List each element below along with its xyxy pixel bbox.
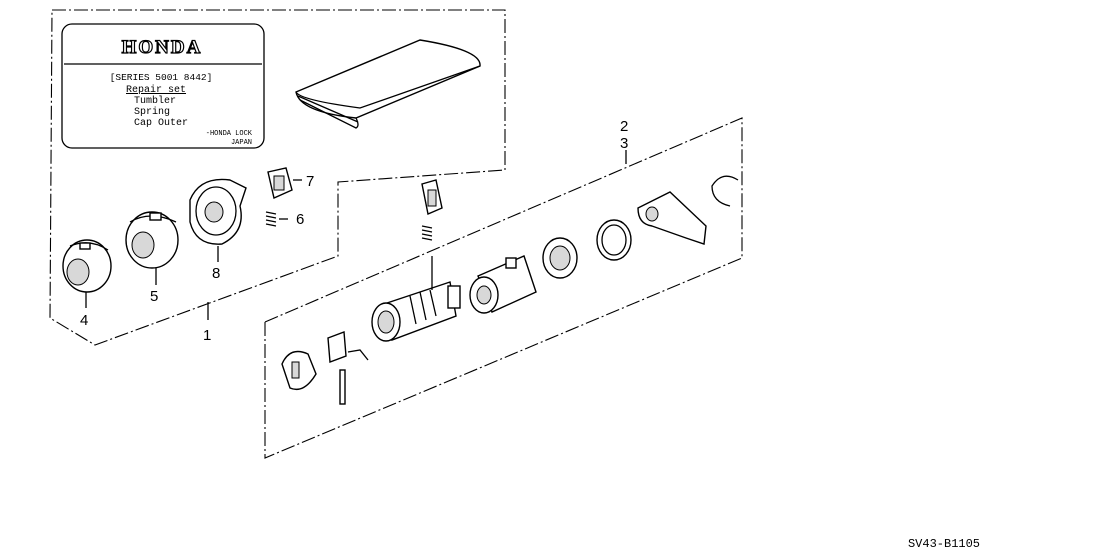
maker-country: JAPAN	[231, 139, 252, 147]
series-number: [SERIES 5001 8442]	[110, 72, 213, 83]
callout-3: 3	[620, 135, 628, 152]
callout-8: 8	[212, 265, 220, 282]
repair-set-label-card: HONDA [SERIES 5001 8442] Repair set Tumb…	[61, 23, 265, 149]
e-clip	[711, 175, 739, 207]
lock-cylinder	[371, 256, 461, 342]
callout-7: 7	[306, 173, 314, 190]
return-spring	[596, 219, 632, 261]
callout-1: 1	[203, 327, 211, 344]
callout-6: 6	[296, 211, 304, 228]
lock-lever	[637, 191, 707, 245]
cylinder-assembly-boundary	[264, 117, 743, 459]
part-7-tumbler	[267, 167, 302, 199]
part-8-plate	[189, 178, 247, 262]
part-4-cap	[62, 239, 112, 308]
callout-2: 2	[620, 118, 628, 135]
brand-logo: HONDA	[122, 37, 203, 58]
diagram-code: SV43-B1105	[908, 537, 980, 551]
part-5-tumbler-cap	[125, 211, 179, 285]
cylinder-housing	[469, 255, 537, 314]
lower-spring	[421, 225, 433, 241]
part-6-spring	[265, 211, 288, 227]
callout-4: 4	[80, 312, 88, 329]
instruction-sheet	[295, 39, 481, 129]
retainer-ring	[542, 237, 578, 279]
cover-bracket	[327, 331, 369, 363]
pin	[339, 369, 346, 405]
repair-set-item: Spring	[134, 106, 170, 118]
lower-tumbler	[421, 179, 443, 215]
maker-name: -HONDA LOCK	[206, 130, 253, 138]
lower-cap-plate	[281, 350, 317, 391]
repair-set-title: Repair set	[126, 84, 186, 96]
repair-set-item: Cap Outer	[134, 118, 188, 129]
repair-kit-boundary	[49, 9, 506, 346]
repair-set-item: Tumbler	[134, 95, 176, 107]
callout-5: 5	[150, 288, 158, 305]
